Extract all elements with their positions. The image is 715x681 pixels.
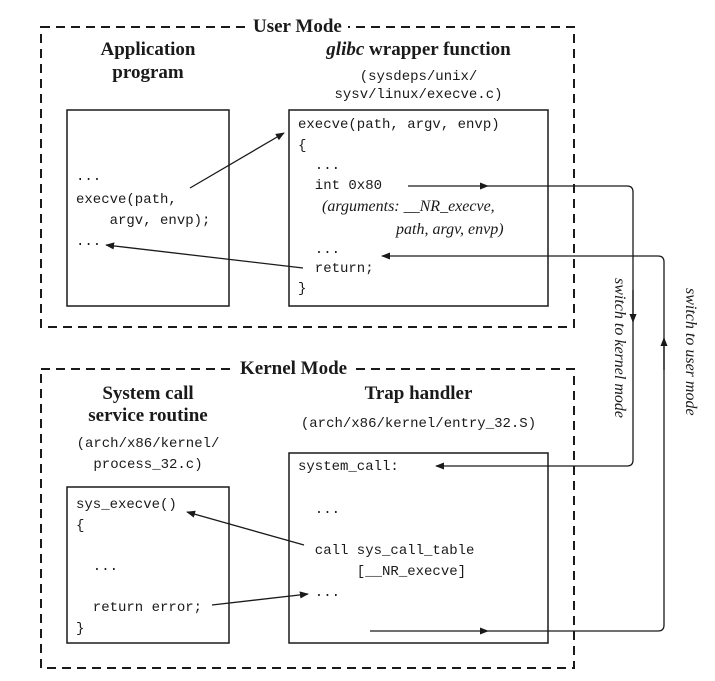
trap-handler-box	[288, 452, 549, 644]
glibc-heading: glibc wrapper function	[289, 40, 548, 59]
path-switch-to-kernel	[435, 185, 634, 470]
glibc-code-int80: int 0x80	[298, 178, 383, 194]
glibc-heading-italic: glibc	[326, 39, 365, 60]
service-heading-line2: service routine	[88, 405, 208, 426]
glibc-heading-rest: wrapper function	[364, 39, 511, 60]
service-code-line: sys_execve()	[76, 497, 177, 513]
glibc-args-line2: path, argv, envp)	[396, 221, 504, 238]
glibc-wrapper-box	[288, 109, 549, 307]
service-path-line2: process_32.c)	[93, 457, 203, 473]
path-switch-to-user	[381, 252, 665, 632]
user-mode-region	[40, 26, 575, 328]
trap-code-line: system_call:	[298, 459, 399, 475]
service-code-line: {	[76, 518, 85, 534]
glibc-code-line: execve(path, argv, envp)	[298, 117, 500, 133]
service-path-line1: (arch/x86/kernel/	[76, 436, 220, 452]
app-code-line: argv, envp);	[76, 213, 211, 229]
service-code-line: return error;	[76, 600, 203, 616]
trap-code-line: call sys_call_table	[298, 543, 475, 559]
arrow-call-service	[186, 510, 305, 546]
switch-to-kernel-label: switch to kernel mode	[611, 278, 628, 418]
user-mode-title: User Mode	[247, 17, 348, 36]
trap-heading: Trap handler	[364, 383, 473, 404]
application-heading-line1: Application	[100, 39, 196, 60]
app-code-line: ...	[76, 169, 102, 185]
app-code-line: ...	[76, 234, 102, 250]
glibc-code-return: return;	[298, 261, 374, 277]
arrow-return-error	[211, 591, 309, 606]
trap-code-line: [__NR_execve]	[298, 564, 467, 580]
trap-path: (arch/x86/kernel/entry_32.S)	[300, 416, 537, 432]
glibc-args-line1: (arguments: __NR_execve,	[322, 198, 495, 215]
trap-code-line: ...	[298, 502, 341, 518]
application-heading-line2: program	[112, 62, 184, 83]
application-box	[66, 109, 230, 307]
app-code-line: execve(path,	[76, 192, 177, 208]
glibc-code-line: }	[298, 281, 307, 297]
glibc-code-line: ...	[298, 158, 341, 174]
kernel-mode-title: Kernel Mode	[234, 359, 354, 378]
service-code-line: }	[76, 621, 85, 637]
glibc-code-line: ...	[298, 242, 341, 258]
service-code-line: ...	[76, 559, 119, 575]
service-heading-line1: System call	[102, 383, 194, 404]
trap-code-line: ...	[298, 585, 341, 601]
service-routine-box	[66, 486, 230, 644]
arrow-call-wrapper	[189, 132, 285, 189]
switch-to-user-label: switch to user mode	[682, 288, 699, 416]
arrow-return-app	[105, 242, 304, 269]
kernel-mode-region	[40, 368, 575, 669]
glibc-path-line1: (sysdeps/unix/	[359, 69, 478, 85]
glibc-code-line: {	[298, 138, 307, 154]
glibc-path-line2: sysv/linux/execve.c)	[334, 87, 503, 103]
